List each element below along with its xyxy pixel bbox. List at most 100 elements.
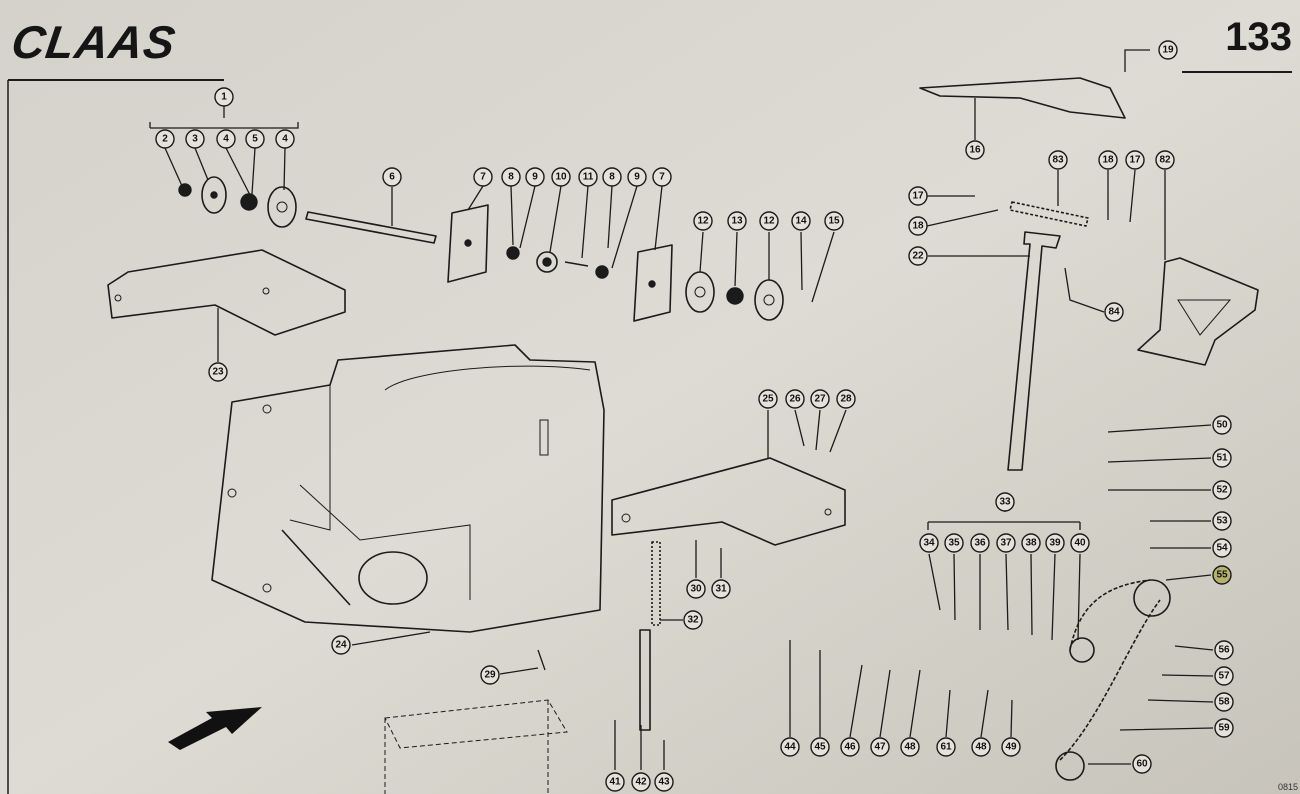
svg-text:15: 15: [828, 216, 840, 227]
callout-84: 84: [1104, 302, 1124, 322]
svg-text:5: 5: [252, 134, 258, 145]
svg-text:19: 19: [1162, 45, 1174, 56]
callout-32: 32: [683, 610, 703, 630]
callout-26: 26: [785, 389, 805, 409]
part-sprocket-10: [506, 246, 609, 279]
callout-50: 50: [1212, 415, 1232, 435]
svg-text:18: 18: [912, 221, 924, 232]
svg-text:9: 9: [634, 172, 640, 183]
part-cover-16: [919, 77, 1126, 119]
part-bracket-23: [107, 249, 346, 336]
page-number: 133: [1225, 15, 1292, 59]
callout-31: 31: [711, 579, 731, 599]
svg-text:46: 46: [844, 742, 856, 753]
svg-text:6: 6: [389, 172, 395, 183]
svg-text:61: 61: [940, 742, 952, 753]
callout-82: 82: [1155, 150, 1175, 170]
svg-text:53: 53: [1216, 516, 1228, 527]
callout-83: 83: [1048, 150, 1068, 170]
part-chain-59: [1055, 579, 1171, 781]
part-housing-24: [211, 344, 605, 633]
part-washers-2-5: [178, 176, 297, 228]
callout-37: 37: [996, 533, 1016, 553]
callout-17a: 17: [1125, 150, 1145, 170]
callout-22: 22: [908, 246, 928, 266]
svg-text:3: 3: [192, 134, 198, 145]
callout-11: 11: [578, 167, 598, 187]
callout-40: 40: [1070, 533, 1090, 553]
callout-56: 56: [1214, 640, 1234, 660]
callout-8b: 8: [602, 167, 622, 187]
callout-4a: 4: [216, 129, 236, 149]
callout-61: 61: [936, 737, 956, 757]
callout-23: 23: [208, 362, 228, 382]
callout-49a: 49: [1001, 737, 1021, 757]
svg-text:23: 23: [212, 367, 224, 378]
svg-text:84: 84: [1108, 307, 1120, 318]
svg-text:51: 51: [1216, 453, 1228, 464]
svg-text:56: 56: [1218, 645, 1230, 656]
callout-14: 14: [791, 211, 811, 231]
callout-51: 51: [1212, 448, 1232, 468]
svg-text:47: 47: [874, 742, 886, 753]
svg-text:25: 25: [762, 394, 774, 405]
svg-text:8: 8: [508, 172, 514, 183]
svg-text:60: 60: [1136, 759, 1148, 770]
callout-19: 19: [1158, 40, 1178, 60]
svg-text:4: 4: [282, 134, 288, 145]
callout-39: 39: [1045, 533, 1065, 553]
svg-text:48: 48: [904, 742, 916, 753]
direction-arrow: [168, 707, 262, 750]
svg-text:34: 34: [923, 538, 935, 549]
callout-59: 59: [1214, 718, 1234, 738]
svg-text:36: 36: [974, 538, 986, 549]
callout-4b: 4: [275, 129, 295, 149]
callout-54: 54: [1212, 538, 1232, 558]
svg-text:8: 8: [609, 172, 615, 183]
callout-10: 10: [551, 167, 571, 187]
svg-text:9: 9: [532, 172, 538, 183]
part-spring-83: [1009, 201, 1089, 227]
callout-43: 43: [654, 772, 674, 792]
svg-text:27: 27: [814, 394, 826, 405]
svg-text:37: 37: [1000, 538, 1012, 549]
callout-1: 1: [214, 87, 234, 107]
svg-text:42: 42: [635, 777, 647, 788]
callout-58: 58: [1214, 692, 1234, 712]
svg-text:49: 49: [1005, 742, 1017, 753]
svg-text:35: 35: [948, 538, 960, 549]
callout-17b: 17: [908, 186, 928, 206]
svg-text:14: 14: [795, 216, 807, 227]
svg-text:58: 58: [1218, 697, 1230, 708]
callout-18a: 18: [1098, 150, 1118, 170]
callout-9b: 9: [627, 167, 647, 187]
part-spring-32: [639, 541, 661, 731]
callout-25: 25: [758, 389, 778, 409]
callout-35: 35: [944, 533, 964, 553]
callout-2: 2: [155, 129, 175, 149]
svg-text:16: 16: [969, 145, 981, 156]
callout-33: 33: [995, 492, 1015, 512]
callout-5: 5: [245, 129, 265, 149]
svg-text:18: 18: [1102, 155, 1114, 166]
callout-41: 41: [605, 772, 625, 792]
svg-text:50: 50: [1216, 420, 1228, 431]
svg-text:7: 7: [480, 172, 486, 183]
svg-text:4: 4: [223, 134, 229, 145]
callout-7b: 7: [652, 167, 672, 187]
svg-text:52: 52: [1216, 485, 1228, 496]
callout-38: 38: [1021, 533, 1041, 553]
svg-text:12: 12: [763, 216, 775, 227]
callout-9a: 9: [525, 167, 545, 187]
svg-text:2: 2: [162, 134, 168, 145]
brand-logo: CLAAS: [8, 16, 179, 68]
part-bracket-82: [1137, 257, 1259, 366]
svg-text:82: 82: [1159, 155, 1171, 166]
svg-text:13: 13: [731, 216, 743, 227]
callout-24: 24: [331, 635, 351, 655]
part-plates-7: [447, 204, 673, 322]
callout-48b: 48: [971, 737, 991, 757]
svg-text:43: 43: [658, 777, 670, 788]
callout-55: 55: [1212, 565, 1232, 585]
